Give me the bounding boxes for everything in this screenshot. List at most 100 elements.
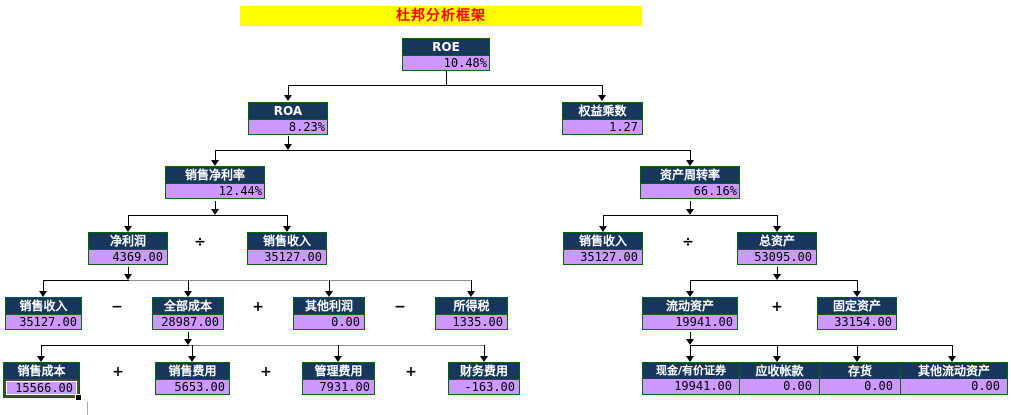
- connector-line: [288, 85, 289, 95]
- node-current-assets-value[interactable]: 19941.00: [643, 314, 737, 329]
- connector-arrow-icon: [686, 291, 694, 297]
- node-fixed-assets-value[interactable]: 33154.00: [818, 314, 896, 329]
- node-equity-multiplier-label: 权益乘数: [563, 103, 642, 119]
- node-sales-revenue-2-label: 销售收入: [564, 233, 642, 249]
- connector-line: [777, 345, 778, 356]
- node-sales-revenue-1-value[interactable]: 35127.00: [248, 249, 326, 264]
- connector-line: [215, 150, 691, 151]
- connector-arrow-icon: [211, 160, 219, 166]
- node-receivables-label: 应收帐款: [740, 363, 819, 379]
- connector-arrow-icon: [284, 144, 292, 150]
- connector-arrow-icon: [37, 356, 45, 362]
- connector-line: [188, 280, 189, 291]
- node-net-profit-margin-value[interactable]: 12.44%: [166, 183, 264, 198]
- node-sales-revenue-1-label: 销售收入: [248, 233, 326, 249]
- node-net-profit-margin: 销售净利率 12.44%: [165, 166, 265, 199]
- node-selling-expense: 销售费用 5653.00: [155, 362, 230, 395]
- connector-line: [777, 267, 778, 274]
- connector-line: [192, 345, 193, 356]
- node-asset-turnover: 资产周转率 66.16%: [640, 166, 740, 199]
- node-asset-turnover-label: 资产周转率: [641, 167, 739, 183]
- divide-operator: ÷: [194, 234, 206, 250]
- node-equity-multiplier-value[interactable]: 1.27: [563, 119, 642, 134]
- connector-line: [128, 215, 288, 216]
- connector-line: [43, 280, 129, 281]
- connector-arrow-icon: [283, 226, 291, 232]
- node-sales-revenue-2: 销售收入 35127.00: [563, 232, 643, 265]
- connector-line: [128, 267, 129, 274]
- node-cost-of-sales-label: 销售成本: [4, 363, 79, 379]
- connector-line: [288, 85, 603, 86]
- node-cash-securities-label: 现金/有价证券: [643, 363, 739, 379]
- node-inventory-value[interactable]: 0.00: [820, 379, 900, 394]
- node-roe: ROE 10.48%: [402, 38, 490, 71]
- current-assets-detail-block: 现金/有价证券 19941.00 应收帐款 0.00 存货 0.00 其他流动资…: [642, 362, 1008, 395]
- connector-arrow-icon: [284, 95, 292, 101]
- node-other-profit: 其他利润 0.00: [293, 297, 365, 330]
- connector-line: [188, 332, 189, 339]
- node-total-assets-label: 总资产: [738, 233, 816, 249]
- connector-line: [446, 71, 447, 85]
- node-other-current-assets: 其他流动资产 0.00: [900, 363, 1007, 394]
- connector-arrow-icon: [598, 95, 606, 101]
- connector-arrow-icon: [467, 291, 475, 297]
- chart-title: 杜邦分析框架: [240, 6, 642, 26]
- connector-line: [329, 280, 330, 291]
- node-selling-expense-value[interactable]: 5653.00: [156, 379, 229, 394]
- minus-operator: −: [111, 299, 123, 315]
- selection-fill-handle[interactable]: [75, 394, 82, 401]
- connector-line: [690, 345, 691, 356]
- node-asset-turnover-value[interactable]: 66.16%: [641, 183, 739, 198]
- node-sales-revenue-3-label: 销售收入: [6, 298, 81, 314]
- node-sales-revenue-1: 销售收入 35127.00: [247, 232, 327, 265]
- node-sales-revenue-3-value[interactable]: 35127.00: [6, 314, 81, 329]
- node-other-current-assets-value[interactable]: 0.00: [901, 379, 1007, 394]
- node-roa-value[interactable]: 8.23%: [249, 119, 327, 134]
- node-roa-label: ROA: [249, 103, 327, 119]
- node-receivables: 应收帐款 0.00: [739, 363, 819, 394]
- node-total-assets-value[interactable]: 53095.00: [738, 249, 816, 264]
- node-total-assets: 总资产 53095.00: [737, 232, 817, 265]
- minus-operator: −: [394, 299, 406, 315]
- node-sales-revenue-2-value[interactable]: 35127.00: [564, 249, 642, 264]
- connector-arrow-icon: [686, 356, 694, 362]
- node-cash-securities-value[interactable]: 19941.00: [643, 379, 739, 394]
- node-finance-expense-value[interactable]: -163.00: [449, 379, 519, 394]
- connector-arrow-icon: [184, 339, 192, 345]
- node-income-tax-label: 所得税: [436, 298, 507, 314]
- connector-arrow-icon: [686, 209, 694, 215]
- connector-line: [690, 280, 858, 281]
- node-other-profit-label: 其他利润: [294, 298, 364, 314]
- connector-arrow-icon: [948, 356, 956, 362]
- connector-line: [690, 201, 691, 209]
- connector-line: [189, 345, 484, 346]
- connector-line: [777, 215, 778, 226]
- node-cost-of-sales-value-selected-cell[interactable]: 15566.00: [4, 379, 79, 397]
- connector-line: [338, 345, 339, 356]
- connector-line: [602, 85, 603, 95]
- plus-operator: +: [112, 364, 124, 380]
- connector-line: [857, 345, 858, 356]
- node-roa: ROA 8.23%: [248, 102, 328, 135]
- chart-edge-line: [87, 402, 88, 415]
- connector-line: [215, 150, 216, 160]
- plus-operator: +: [405, 364, 417, 380]
- connector-line: [43, 280, 44, 291]
- node-cost-of-sales: 销售成本 15566.00: [3, 362, 82, 401]
- connector-line: [690, 332, 691, 339]
- node-equity-multiplier: 权益乘数 1.27: [562, 102, 643, 135]
- node-net-profit-value[interactable]: 4369.00: [89, 249, 167, 264]
- node-admin-expense-value[interactable]: 7931.00: [303, 379, 374, 394]
- node-income-tax-value[interactable]: 1335.00: [436, 314, 507, 329]
- node-total-cost: 全部成本 28987.00: [152, 297, 224, 330]
- node-income-tax: 所得税 1335.00: [435, 297, 508, 330]
- node-total-cost-value[interactable]: 28987.00: [153, 314, 223, 329]
- plus-operator: +: [260, 364, 272, 380]
- node-other-profit-value[interactable]: 0.00: [294, 314, 364, 329]
- node-admin-expense: 管理费用 7931.00: [302, 362, 375, 395]
- connector-line: [603, 215, 604, 226]
- connector-arrow-icon: [773, 226, 781, 232]
- node-receivables-value[interactable]: 0.00: [740, 379, 819, 394]
- node-roe-value[interactable]: 10.48%: [403, 55, 489, 70]
- connector-arrow-icon: [853, 356, 861, 362]
